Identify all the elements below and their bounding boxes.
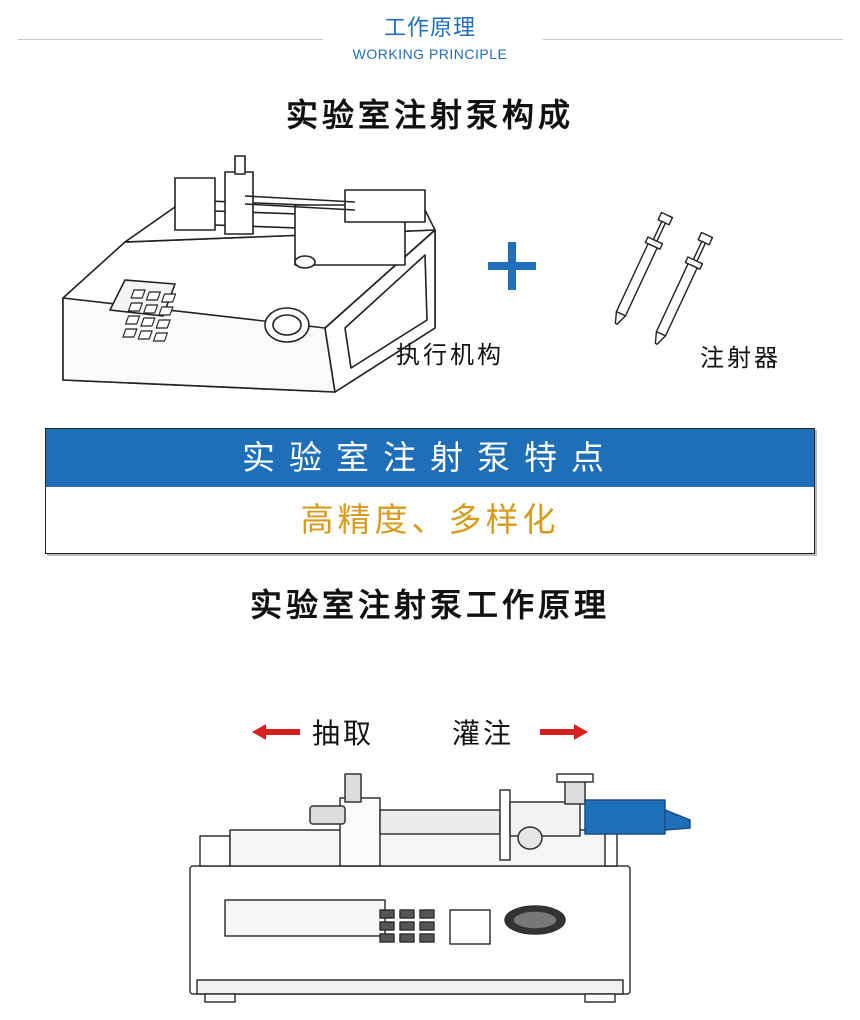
header-divider-left: [18, 39, 323, 40]
header-divider-right: [543, 39, 843, 40]
header-title: 工作原理: [383, 16, 476, 41]
composition-title: 实验室注射泵构成: [285, 96, 574, 134]
infuse-arrow-icon: [540, 724, 588, 740]
features-heading: 实验室注射泵特点: [46, 429, 814, 487]
features-text: 高精度、多样化: [300, 500, 560, 539]
infuse-label: 灌注: [452, 717, 515, 750]
syringe-caption: 注射器: [700, 344, 781, 372]
features-box: 实验室注射泵特点 高精度、多样化: [45, 428, 815, 554]
withdraw-label: 抽取: [312, 717, 375, 750]
pump-illustration: [62, 155, 436, 393]
syringes-illustration: [614, 211, 714, 345]
header-subtitle: WORKING PRINCIPLE: [352, 46, 508, 62]
plus-icon: [488, 242, 536, 290]
principle-title: 实验室注射泵工作原理: [249, 586, 610, 624]
actuator-caption: 执行机构: [396, 341, 504, 369]
pump-front-illustration: [189, 773, 691, 1003]
withdraw-arrow-icon: [252, 724, 300, 740]
